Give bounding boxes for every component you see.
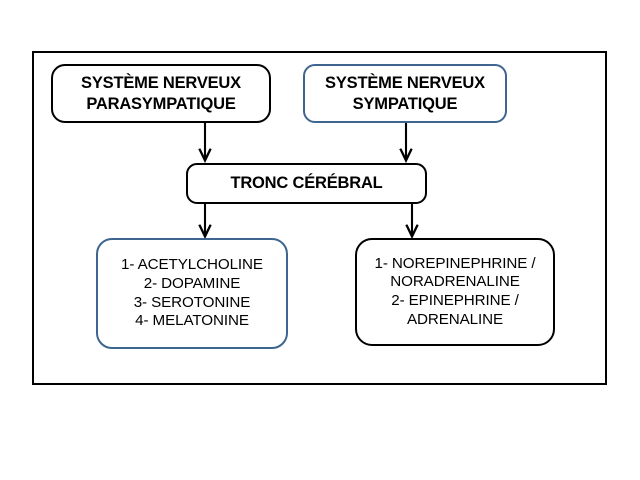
node-sympathetic-nervous-system-label: SYSTÈME NERVEUX SYMPATIQUE <box>325 74 485 113</box>
node-sympathetic-neurotransmitters[interactable]: 1- NOREPINEPHRINE / NORADRENALINE 2- EPI… <box>355 238 555 346</box>
node-parasympathetic-nervous-system[interactable]: SYSTÈME NERVEUX PARASYMPATIQUE <box>51 64 271 123</box>
node-sympathetic-neurotransmitters-label: 1- NOREPINEPHRINE / NORADRENALINE 2- EPI… <box>374 254 536 328</box>
node-brainstem-label: TRONC CÉRÉBRAL <box>230 174 383 193</box>
node-brainstem[interactable]: TRONC CÉRÉBRAL <box>186 163 427 204</box>
node-sympathetic-nervous-system[interactable]: SYSTÈME NERVEUX SYMPATIQUE <box>303 64 507 123</box>
node-parasympathetic-neurotransmitters[interactable]: 1- ACETYLCHOLINE 2- DOPAMINE 3- SEROTONI… <box>96 238 288 349</box>
node-parasympathetic-neurotransmitters-label: 1- ACETYLCHOLINE 2- DOPAMINE 3- SEROTONI… <box>121 256 263 330</box>
node-parasympathetic-nervous-system-label: SYSTÈME NERVEUX PARASYMPATIQUE <box>81 74 241 113</box>
